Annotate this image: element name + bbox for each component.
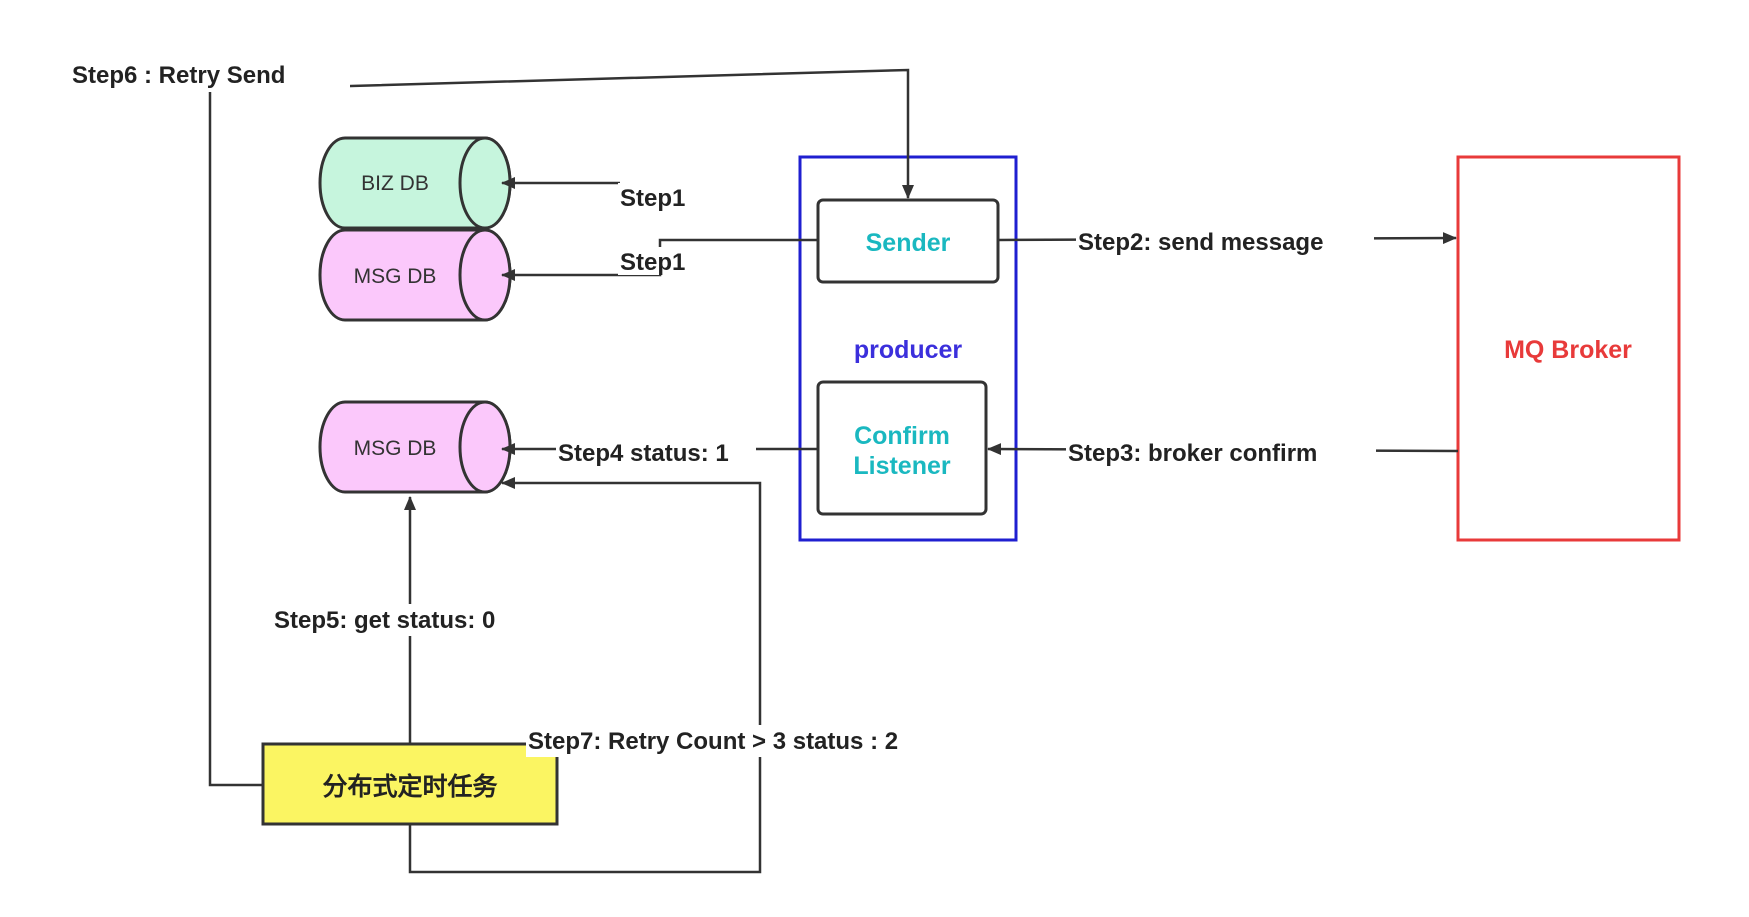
step7-arrow [408, 477, 762, 874]
mq-broker-box [1456, 155, 1681, 542]
mq-broker-label: MQ Broker [1504, 336, 1632, 364]
step6-label: Step6 : Retry Send [72, 62, 285, 89]
step1-biz-label: Step1 [620, 185, 685, 212]
step6-arrow [208, 68, 914, 787]
producer-label: producer [854, 336, 963, 364]
scheduler-box [261, 742, 559, 826]
msg-db-top-cylinder: MSG DB [318, 228, 512, 322]
scheduler-label: 分布式定时任务 [322, 772, 497, 801]
step1-msg-label: Step1 [620, 249, 685, 276]
biz-db-label: BIZ DB [361, 172, 429, 195]
step5-label: Step5: get status: 0 [274, 607, 495, 634]
step2-label: Step2: send message [1078, 229, 1323, 256]
step-labels: Step1 Step1 Step2: send message Step3: b… [70, 58, 1376, 757]
step3-label: Step3: broker confirm [1068, 440, 1317, 467]
step4-label: Step4 status: 1 [558, 440, 729, 467]
msg-db-bottom-label: MSG DB [354, 437, 437, 460]
msg-db-bottom-cylinder: MSG DB [318, 400, 512, 494]
msg-db-top-label: MSG DB [354, 265, 437, 288]
step7-label: Step7: Retry Count > 3 status : 2 [528, 728, 898, 755]
sender-label: Sender [866, 229, 951, 257]
biz-db-cylinder: BIZ DB [318, 136, 512, 230]
confirm-listener-label-line1: Confirm [854, 422, 950, 450]
confirm-listener-label-line2: Listener [853, 452, 951, 480]
